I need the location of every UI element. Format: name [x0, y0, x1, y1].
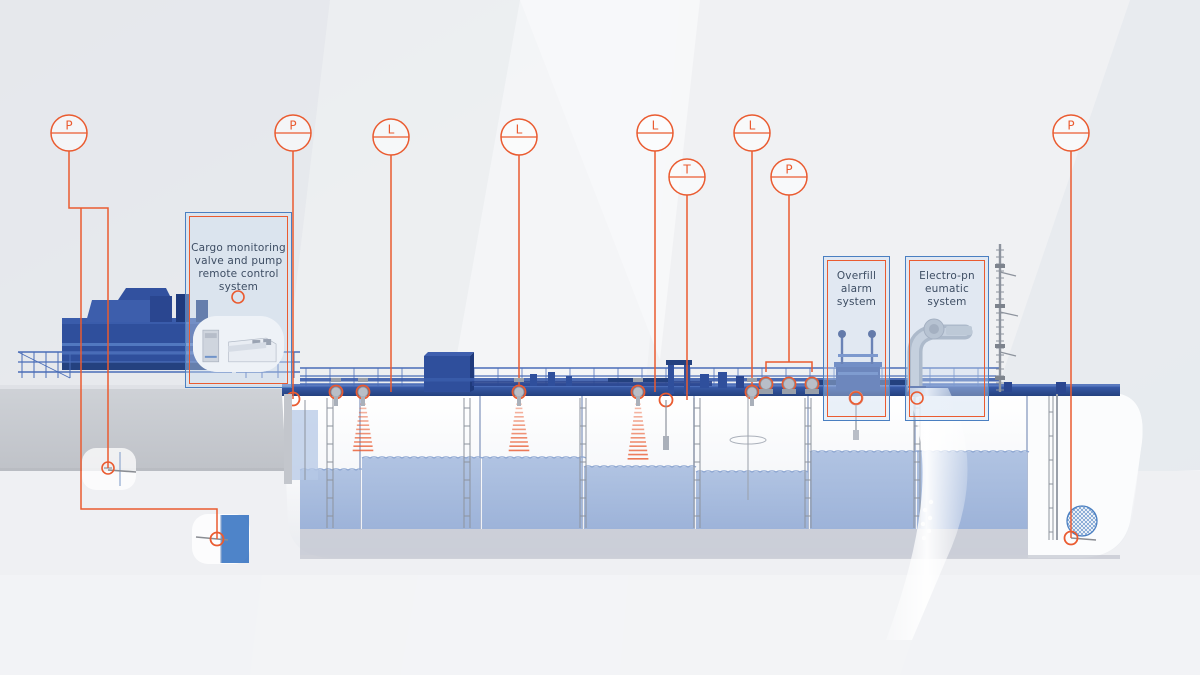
- marker-letter: L: [652, 119, 659, 133]
- quay-wall: [0, 385, 298, 471]
- control-console-photo: [193, 316, 284, 372]
- deck-house: [424, 352, 474, 392]
- sensor-marker-pressure-bow[interactable]: P: [1052, 114, 1090, 152]
- marker-letter: T: [682, 163, 691, 177]
- temperature-probe: [663, 400, 669, 450]
- bollard-2: [1004, 382, 1012, 392]
- callout-electro-pneumatic-accent-frame: [909, 260, 985, 417]
- manifold-valve-2: [782, 378, 796, 394]
- marker-letter: P: [289, 119, 296, 133]
- sensor-marker-pressure-manifold[interactable]: P: [770, 158, 808, 196]
- cargo-tank-4-surface: [695, 470, 809, 473]
- cargo-tank-2-surface: [481, 456, 587, 459]
- tank-access-ladder-1: [326, 398, 334, 528]
- radar-transmitter-2: [357, 378, 369, 406]
- shore-pipe-connection-1: [82, 448, 137, 490]
- overfill-float-probe: [853, 404, 859, 440]
- callout-cargo-monitoring-accent-frame: [189, 216, 288, 384]
- callout-overfill-alarm-anchor: [849, 391, 863, 405]
- purge-bubbles: [920, 499, 934, 541]
- radar-transmitter-5: [746, 378, 758, 406]
- callout-electro-pneumatic-frame: [905, 256, 989, 421]
- bow-ladder: [1048, 396, 1054, 540]
- callout-cargo-monitoring-anchor-dot: [231, 290, 245, 304]
- callout-overfill-alarm-label: Overfill alarm system: [836, 270, 877, 308]
- tank-access-ladder-3: [579, 398, 587, 528]
- callout-electro-pneumatic-label: Electro-pn eumatic system: [919, 270, 975, 308]
- callout-overfill-alarm-anchor-dot: [849, 391, 863, 405]
- sensor-marker-pressure-deck-1[interactable]: P: [274, 114, 312, 152]
- sensor-marker-level-2[interactable]: L: [500, 118, 538, 156]
- sea-chest-grating: [1066, 505, 1098, 537]
- leader-shore-pressure-branch: [80, 208, 218, 539]
- radar-level-gauge-3: [627, 399, 649, 460]
- manifold-valve-3: [805, 378, 819, 394]
- manifold-bracket: [765, 361, 813, 372]
- cargo-tank-1-surface: [361, 456, 483, 459]
- cargo-tank-5-liquid: [810, 452, 915, 529]
- callout-cargo-monitoring-label: Cargo monitoring valve and pump remote c…: [191, 242, 286, 293]
- sensor-marker-temperature-1[interactable]: T: [668, 158, 706, 196]
- cargo-tank-2-liquid: [482, 458, 582, 529]
- tank-access-ladder-5: [804, 398, 812, 528]
- cargo-tank-3-surface: [583, 465, 697, 468]
- callout-cargo-monitoring[interactable]: Cargo monitoring valve and pump remote c…: [185, 212, 292, 388]
- decorative-swoosh: [886, 388, 968, 640]
- radar-level-gauge-1: [352, 399, 374, 452]
- cargo-tank-4-liquid: [696, 472, 808, 529]
- callout-electro-pneumatic[interactable]: Electro-pn eumatic system: [905, 256, 989, 421]
- callout-cargo-monitoring-anchor: [231, 290, 245, 304]
- tank-access-ladder-4: [693, 398, 701, 528]
- slop-tank-detail: [284, 394, 318, 484]
- leader-shore-pressure-1: [68, 151, 109, 468]
- callout-overfill-alarm[interactable]: Overfill alarm system: [823, 256, 890, 421]
- marker-letter: P: [65, 119, 72, 133]
- sensor-marker-level-3[interactable]: L: [636, 114, 674, 152]
- callout-electro-pneumatic-anchor: [910, 391, 924, 405]
- marker-letter: L: [516, 123, 523, 137]
- callout-overfill-alarm-accent-frame: [827, 260, 886, 417]
- callout-overfill-alarm-frame: [823, 256, 890, 421]
- sensor-marker-level-1[interactable]: L: [372, 118, 410, 156]
- bow-pipe-spur: [1070, 537, 1097, 541]
- radar-transmitter-1: [330, 378, 342, 406]
- sensor-marker-pressure-shore-1[interactable]: P: [50, 114, 88, 152]
- overfill-alarm-equipment: [834, 330, 882, 390]
- cargo-tank-5-surface: [809, 450, 923, 453]
- marker-letter: P: [1067, 119, 1074, 133]
- marker-letter: P: [785, 163, 792, 177]
- radar-transmitter-4: [632, 378, 644, 406]
- double-bottom: [300, 529, 1028, 555]
- marker-letter: L: [749, 119, 756, 133]
- marker-letter: L: [388, 123, 395, 137]
- bollard-1: [1056, 382, 1066, 394]
- main-deck: [282, 386, 1120, 396]
- callout-electro-pneumatic-anchor-dot: [910, 391, 924, 405]
- manifold-valve-1: [759, 378, 773, 394]
- sensor-marker-level-4[interactable]: L: [733, 114, 771, 152]
- tank-access-ladder-2: [463, 398, 471, 528]
- bow-pressure-sensor-ring[interactable]: [1063, 530, 1079, 546]
- shore-pipe-connection-2: [192, 514, 250, 564]
- radar-transmitter-3: [513, 378, 525, 406]
- foremast: [995, 244, 1019, 392]
- cargo-tank-3-liquid: [584, 467, 694, 529]
- cargo-tank-1-liquid: [362, 458, 480, 529]
